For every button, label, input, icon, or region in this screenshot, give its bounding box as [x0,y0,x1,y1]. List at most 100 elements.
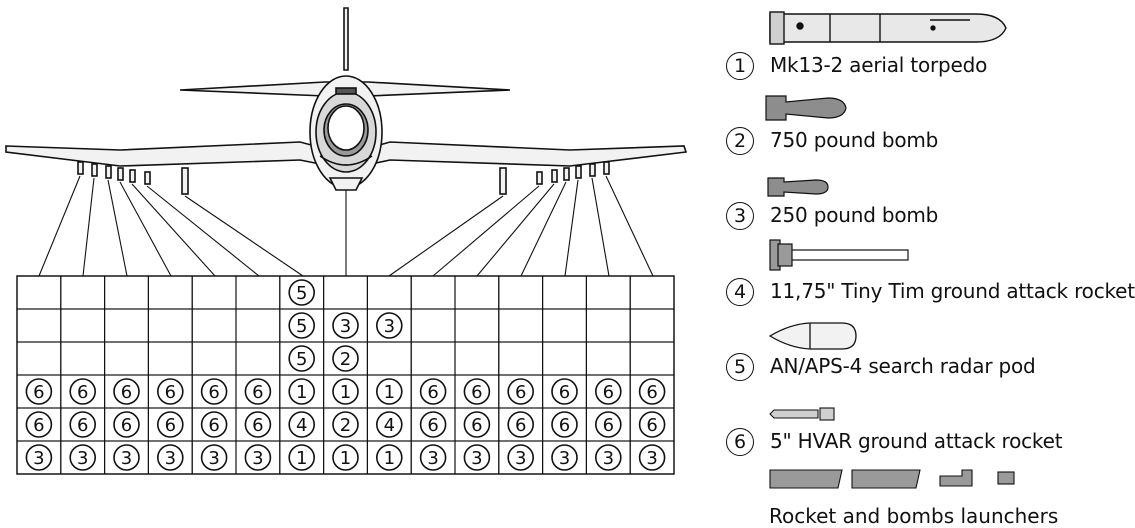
store-marker-number: 6 [208,382,219,403]
store-marker-number: 3 [340,316,351,337]
store-marker-circle [157,411,184,438]
store-marker-number: 3 [515,448,526,469]
store-marker-circle [463,444,491,471]
store-marker-circle [25,411,53,438]
store-marker-number: 6 [603,382,614,403]
store-marker-circle [69,378,96,405]
store-marker-number: 3 [165,448,176,469]
store-marker-number: 3 [77,448,88,469]
store-marker-number: 6 [121,415,132,436]
store-marker-number: 3 [559,448,570,469]
store-marker-number: 5 [296,316,307,337]
hvar-rocket-icon [769,407,835,421]
store-marker-circle [375,378,403,405]
launchers-icon [769,469,1015,489]
store-marker-circle [244,411,272,438]
store-marker-circle [638,444,666,471]
store-marker-number: 6 [77,415,88,436]
store-marker-number: 4 [384,415,395,436]
store-marker-circle [200,378,228,405]
store-marker-circle [244,378,272,405]
store-marker-circle [113,378,140,405]
store-marker-circle [375,312,403,339]
store-marker-number: 2 [340,415,351,436]
store-marker-circle [25,378,53,405]
store-marker-circle [200,444,228,471]
store-marker-number: 6 [252,382,263,403]
connector-lines [38,175,654,277]
store-marker-number: 3 [33,448,44,469]
store-marker-number: 1 [296,382,307,403]
legend-number: 2 [726,127,754,155]
store-marker-number: 6 [471,382,482,403]
legend-number: 3 [726,202,754,230]
store-marker-number: 1 [340,448,351,469]
store-marker-circle [244,444,272,471]
legend-label-hvar: 5" HVAR ground attack rocket [770,429,1063,453]
store-marker-circle [638,411,666,438]
store-marker-number: 5 [296,283,307,304]
store-marker-circle [551,411,578,438]
store-marker-circle [594,378,622,405]
radar-pod-icon [768,322,857,350]
store-marker-circle [200,411,228,438]
store-marker-circle [288,312,316,339]
store-marker-number: 6 [121,382,132,403]
store-marker-circle [69,444,96,471]
store-marker-circle [507,411,535,438]
store-marker-circle [288,345,316,372]
store-marker-number: 3 [252,448,263,469]
launchers-label: Rocket and bombs launchers [769,504,1059,528]
legend-label-torpedo: Mk13-2 aerial torpedo [770,53,988,77]
store-marker-circle [638,378,666,405]
store-marker-circle [419,444,447,471]
store-marker-number: 6 [427,382,438,403]
legend-number: 1 [726,52,754,80]
store-marker-circle [375,444,403,471]
legend-number: 6 [726,428,754,456]
legend-number: 5 [726,353,754,381]
store-marker-number: 6 [33,415,44,436]
store-marker-circle [332,444,359,471]
store-marker-number: 6 [33,382,44,403]
tiny-tim-rocket-icon [769,239,909,271]
store-marker-number: 3 [208,448,219,469]
legend-label-250-bomb: 250 pound bomb [770,203,939,227]
legend-label-tiny-tim: 11,75" Tiny Tim ground attack rocket [770,279,1135,303]
store-marker-number: 6 [646,382,657,403]
store-marker-circle [157,378,184,405]
store-marker-circle [157,444,184,471]
store-marker-number: 1 [340,382,351,403]
legend-number: 4 [726,278,754,306]
store-marker-number: 6 [208,415,219,436]
store-marker-circle [69,411,96,438]
store-marker-circle [288,444,316,471]
store-marker-circle [419,411,447,438]
store-marker-circle [332,378,359,405]
store-marker-number: 1 [384,448,395,469]
store-marker-number: 4 [296,415,307,436]
legend-label-750-bomb: 750 pound bomb [770,128,939,152]
store-marker-number: 6 [559,382,570,403]
store-marker-circle [332,345,359,372]
store-marker-number: 6 [165,382,176,403]
store-marker-number: 3 [427,448,438,469]
store-marker-circle [463,378,491,405]
store-marker-number: 3 [384,316,395,337]
store-marker-number: 6 [515,415,526,436]
store-marker-number: 3 [121,448,132,469]
grid-cell [629,440,675,475]
store-marker-circle [332,411,359,438]
legend-label-radar-pod: AN/APS-4 search radar pod [770,354,1036,378]
store-marker-number: 6 [427,415,438,436]
store-marker-number: 6 [77,382,88,403]
store-marker-number: 6 [471,415,482,436]
store-marker-number: 6 [252,415,263,436]
store-marker-circle [551,444,578,471]
store-marker-circle [594,444,622,471]
store-marker-number: 6 [646,415,657,436]
store-marker-circle [332,312,359,339]
store-marker-number: 6 [603,415,614,436]
store-marker-circle [288,279,316,306]
store-marker-circle [25,444,53,471]
